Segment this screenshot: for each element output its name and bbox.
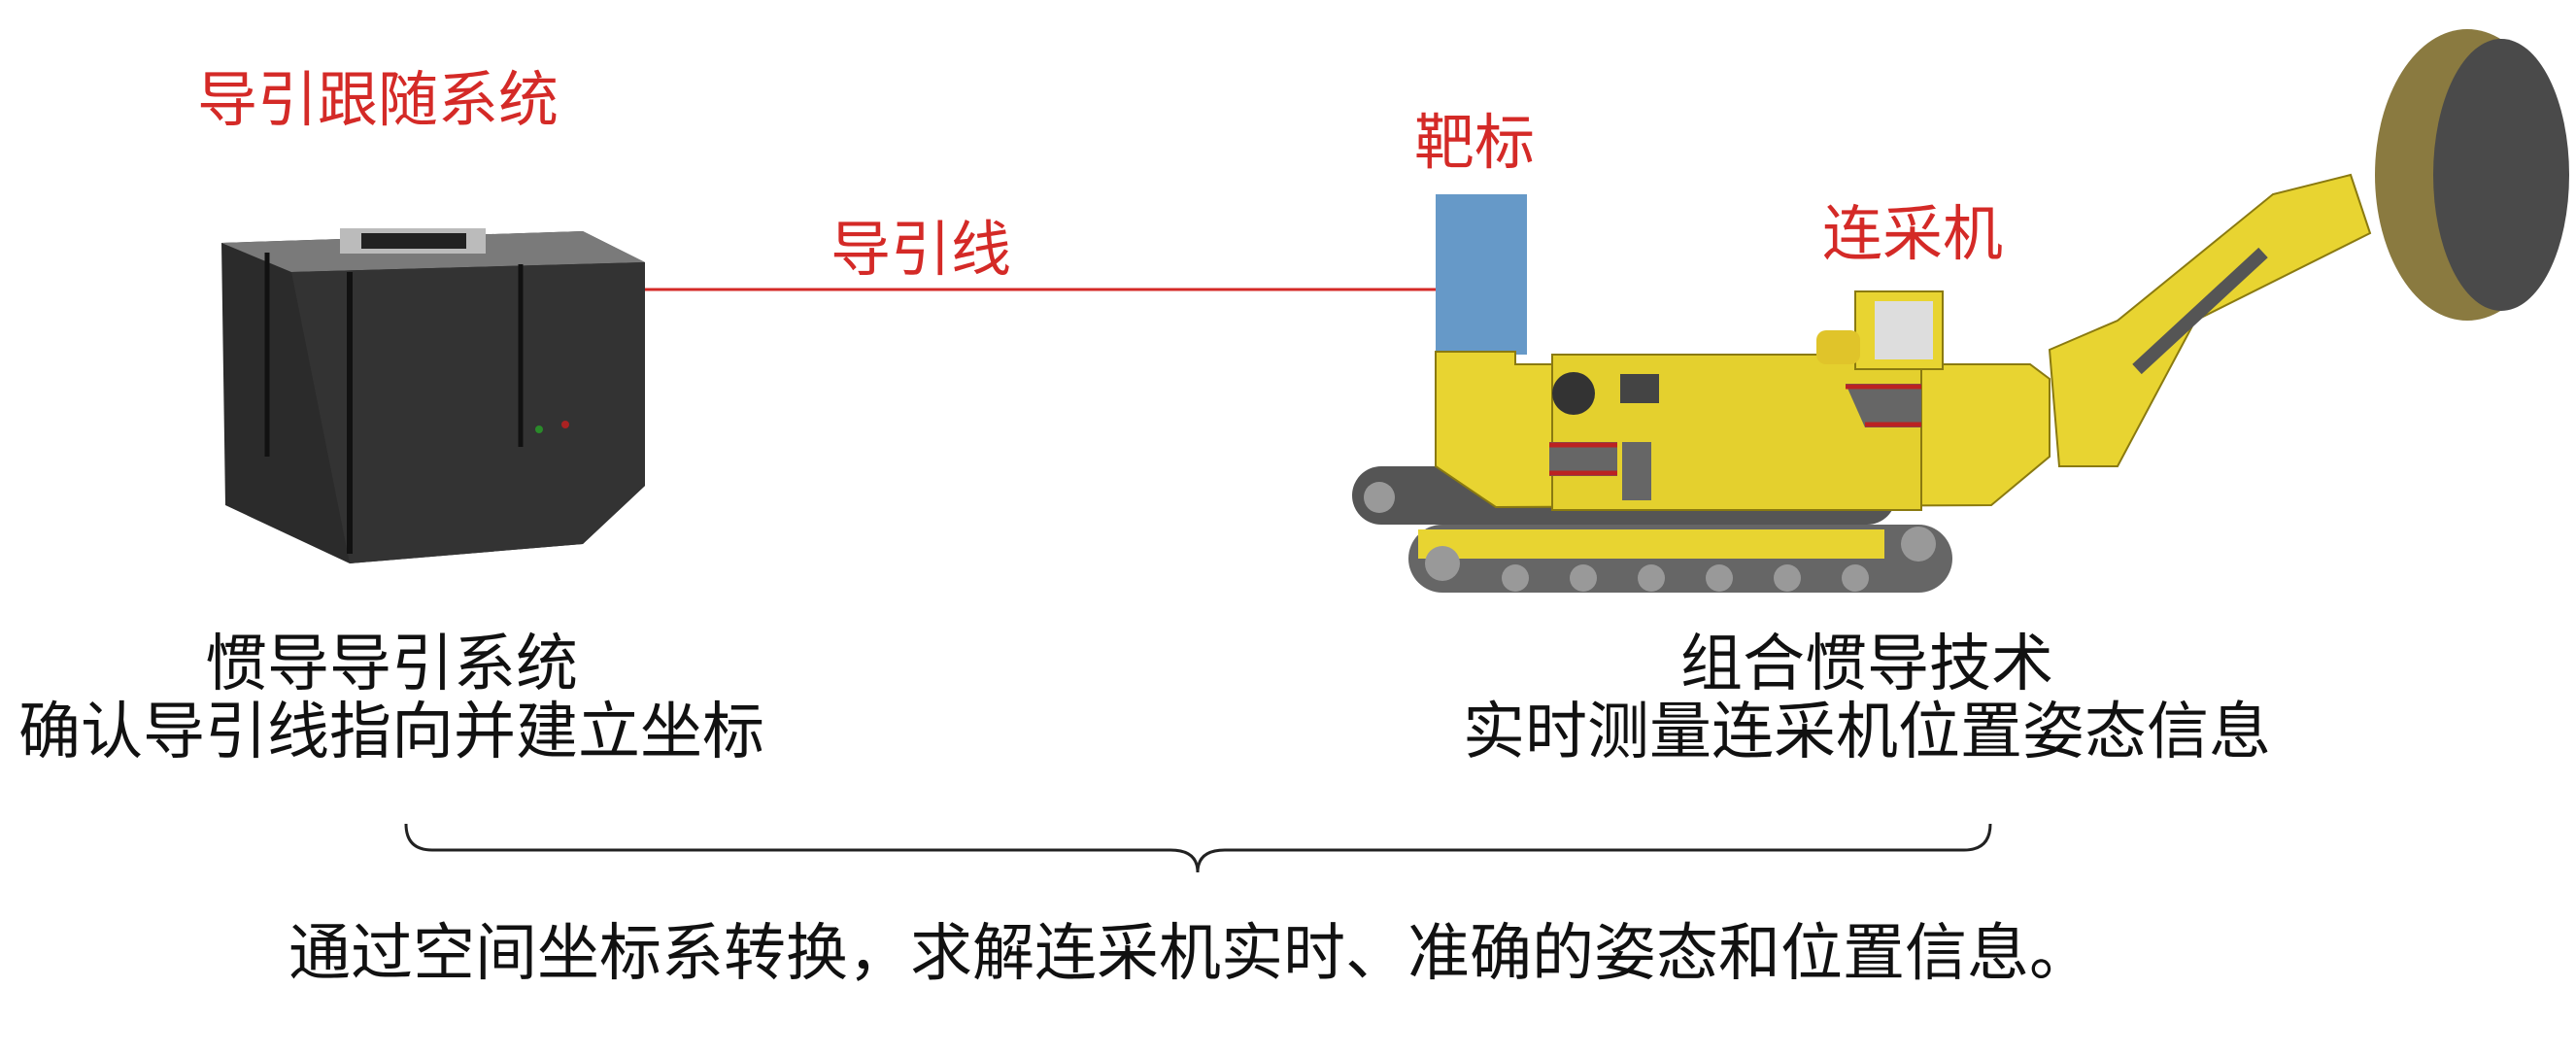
miner-label: 连采机 bbox=[1822, 198, 2004, 269]
right-caption-title: 组合惯导技术 bbox=[1680, 629, 2053, 700]
tracking-system-label: 导引跟随系统 bbox=[197, 64, 559, 135]
inertial-navigation-device bbox=[221, 228, 645, 563]
left-caption-title: 惯导导引系统 bbox=[205, 629, 578, 700]
summary-brace bbox=[404, 823, 1992, 873]
target-marker bbox=[1436, 194, 1527, 355]
left-caption-desc: 确认导引线指向并建立坐标 bbox=[18, 697, 764, 768]
target-label: 靶标 bbox=[1414, 107, 1536, 178]
right-caption-desc: 实时测量连采机位置姿态信息 bbox=[1463, 697, 2271, 768]
guide-line-label: 导引线 bbox=[830, 214, 1012, 285]
continuous-miner bbox=[1352, 29, 2569, 593]
summary-text: 通过空间坐标系转换，求解连采机实时、准确的姿态和位置信息。 bbox=[288, 918, 2091, 990]
